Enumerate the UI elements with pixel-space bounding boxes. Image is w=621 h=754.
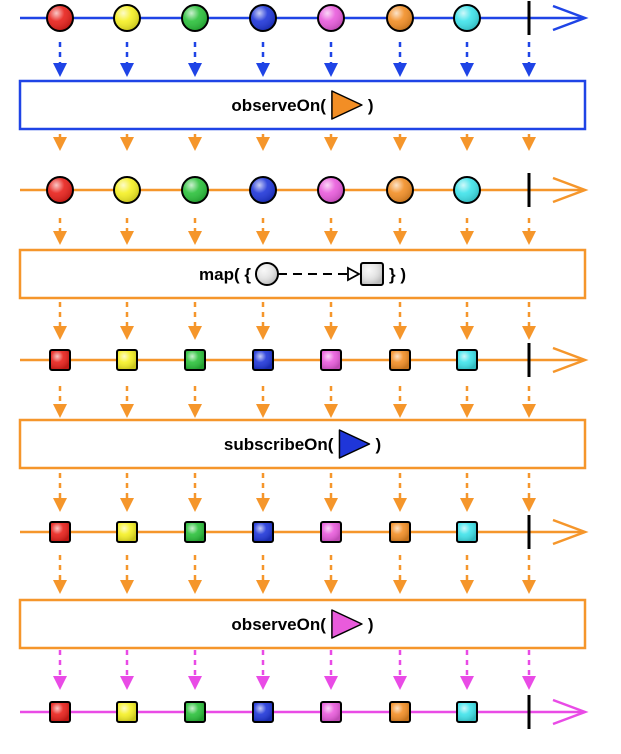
operator-label-suffix: ) xyxy=(368,96,374,115)
arrow-down xyxy=(120,650,134,690)
scheduler-triangle-icon xyxy=(331,90,363,120)
arrow-down xyxy=(324,218,338,245)
operator-label-suffix: } ) xyxy=(389,265,406,284)
timeline xyxy=(20,515,589,549)
arrow-down xyxy=(188,555,202,594)
arrow-down xyxy=(393,473,407,512)
arrow-down xyxy=(188,302,202,340)
arrow-down xyxy=(53,218,67,245)
arrow-down xyxy=(460,555,474,594)
operator-box: observeOn() xyxy=(18,79,587,131)
arrow-down xyxy=(324,473,338,512)
arrow-down xyxy=(256,473,270,512)
arrow-down xyxy=(522,555,536,594)
arrow-down xyxy=(393,555,407,594)
arrow-down xyxy=(120,386,134,418)
arrow-down xyxy=(120,555,134,594)
arrow-down xyxy=(53,42,67,77)
timeline-arrowhead xyxy=(552,518,589,546)
arrow-down xyxy=(53,386,67,418)
arrow-down xyxy=(53,302,67,340)
arrow-down xyxy=(522,473,536,512)
arrow-down xyxy=(120,218,134,245)
operator-box: subscribeOn() xyxy=(18,418,587,470)
arrow-down xyxy=(324,650,338,690)
arrow-down xyxy=(188,650,202,690)
arrow-down xyxy=(460,42,474,77)
scheduler-triangle-icon xyxy=(338,429,371,459)
arrow-down xyxy=(53,555,67,594)
arrow-down xyxy=(120,302,134,340)
arrow-down xyxy=(522,650,536,690)
arrow-down xyxy=(460,650,474,690)
arrow-down xyxy=(460,302,474,340)
connector-arrows xyxy=(53,42,536,690)
arrow-down xyxy=(256,386,270,418)
timeline xyxy=(20,1,589,35)
timeline xyxy=(20,173,589,207)
timeline-arrowhead xyxy=(552,176,589,204)
arrow-down xyxy=(393,42,407,77)
arrow-down xyxy=(256,650,270,690)
arrow-down xyxy=(522,42,536,77)
arrow-down xyxy=(460,386,474,418)
arrow-down xyxy=(120,42,134,77)
arrow-down xyxy=(522,386,536,418)
arrow-down xyxy=(522,218,536,245)
arrow-down xyxy=(393,386,407,418)
arrow-down xyxy=(393,302,407,340)
arrow-down xyxy=(393,218,407,245)
arrow-down xyxy=(460,218,474,245)
arrow-down xyxy=(393,650,407,690)
operator-label: subscribeOn( xyxy=(224,435,334,454)
arrow-down xyxy=(256,302,270,340)
timeline xyxy=(20,695,589,729)
operators: observeOn()map( {} )subscribeOn()observe… xyxy=(18,79,587,650)
arrow-down xyxy=(53,473,67,512)
arrow-down xyxy=(460,473,474,512)
arrow-down xyxy=(324,302,338,340)
arrow-down xyxy=(256,555,270,594)
timeline-arrowhead xyxy=(552,346,589,374)
operator-label: observeOn( xyxy=(231,615,326,634)
circle-to-square-icon xyxy=(254,262,384,286)
arrow-down xyxy=(324,386,338,418)
arrow-down xyxy=(256,42,270,77)
arrow-down xyxy=(324,555,338,594)
arrow-down xyxy=(188,473,202,512)
arrow-down xyxy=(188,386,202,418)
operator-box: observeOn() xyxy=(18,598,587,650)
timeline-arrowhead xyxy=(552,4,589,32)
arrow-down xyxy=(188,42,202,77)
arrow-down xyxy=(256,218,270,245)
arrow-down xyxy=(53,650,67,690)
operator-label-suffix: ) xyxy=(368,615,374,634)
operator-label-suffix: ) xyxy=(375,435,381,454)
operator-label: map( { xyxy=(199,265,251,284)
arrow-down xyxy=(120,473,134,512)
operator-box: map( { } ) xyxy=(18,248,587,300)
timeline xyxy=(20,343,589,377)
timeline-arrowhead xyxy=(552,698,589,726)
arrow-down xyxy=(324,42,338,77)
operator-label: observeOn( xyxy=(231,96,326,115)
arrow-down xyxy=(522,302,536,340)
arrow-down xyxy=(188,218,202,245)
scheduler-triangle-icon xyxy=(331,609,363,639)
timelines xyxy=(20,1,589,729)
